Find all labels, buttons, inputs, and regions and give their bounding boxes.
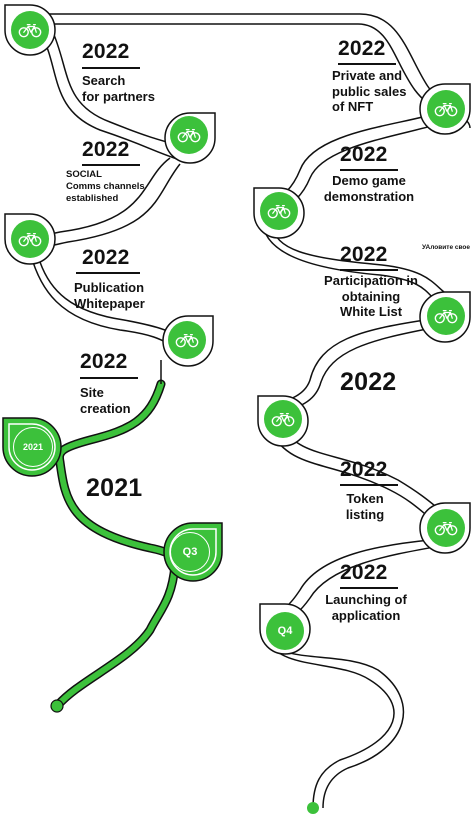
milestone-label: Private and public sales of NFT (332, 68, 407, 114)
road-left-green (50, 360, 180, 713)
divider (340, 269, 398, 271)
milestone-label: Demo game demonstration (323, 173, 415, 204)
milestone-year: 2022 (340, 243, 388, 266)
year-2022-heading: 2022 (340, 368, 397, 396)
milestone-year: 2022 (340, 458, 388, 481)
bicycle-icon (264, 400, 302, 438)
milestone-label: Launching of application (325, 592, 407, 623)
milestone-label: Participation in obtaining White List (324, 273, 418, 319)
milestone-label: Site creation (80, 385, 131, 416)
bicycle-icon (427, 90, 465, 128)
badge-q4: Q4 (266, 612, 304, 650)
bicycle-icon (11, 11, 49, 49)
bicycle-icon (260, 192, 298, 230)
bicycle-icon (170, 116, 208, 154)
milestone-year: 2022 (82, 246, 130, 269)
divider (80, 377, 138, 379)
bicycle-icon (168, 321, 206, 359)
divider (340, 587, 398, 589)
milestone-year: 2022 (340, 143, 388, 166)
divider (82, 67, 140, 69)
milestone-year: 2022 (340, 561, 388, 584)
milestone-year: 2022 (80, 350, 128, 373)
road-left (29, 29, 189, 351)
road-end-dot (307, 802, 319, 814)
milestone-label: Publication Whitepaper (74, 280, 145, 311)
divider (340, 169, 398, 171)
divider (338, 63, 396, 65)
bicycle-icon (427, 297, 465, 335)
leaf-inner-outlines (8, 423, 217, 576)
badge-2021: 2021 (13, 427, 53, 467)
milestone-year: 2022 (82, 40, 130, 63)
divider (340, 484, 398, 486)
milestone-year: 2022 (338, 37, 386, 60)
divider (76, 272, 140, 274)
milestone-label: SOCIAL Comms channels established (66, 169, 145, 204)
badge-q3: Q3 (170, 532, 210, 572)
annotation-note: УАловите свое (422, 244, 470, 251)
milestone-label: Token listing (345, 491, 385, 522)
bicycle-icon (11, 220, 49, 258)
milestone-label: Search for partners (82, 73, 155, 104)
bicycle-icon (427, 509, 465, 547)
year-2021-heading: 2021 (86, 474, 143, 502)
milestone-year: 2022 (82, 138, 130, 161)
divider (82, 164, 140, 166)
